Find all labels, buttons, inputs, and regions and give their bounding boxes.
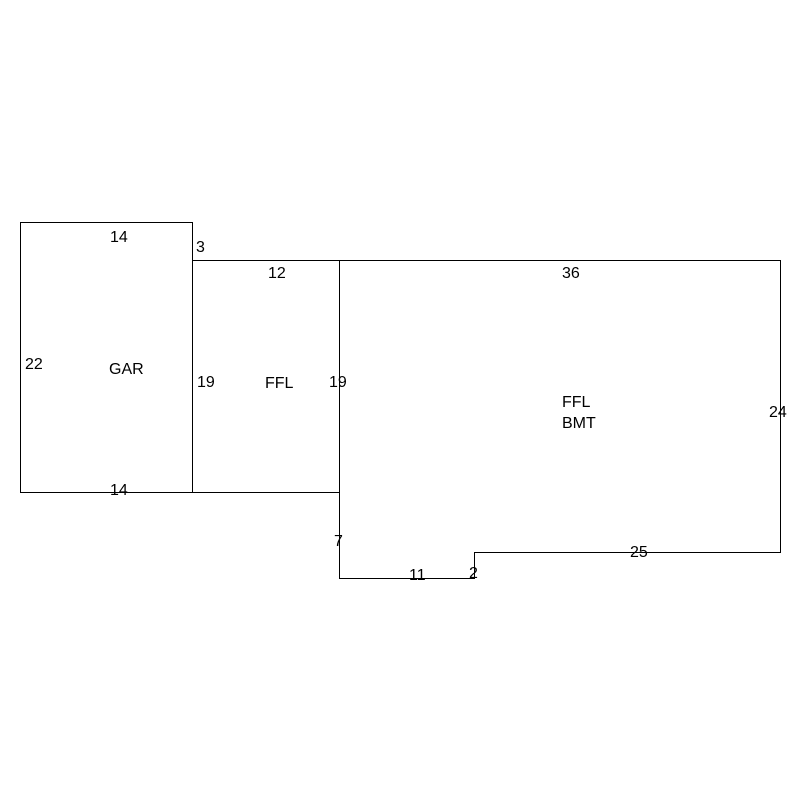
garage-dim-left: 22 xyxy=(25,356,43,373)
ffl-bmt-dim-right: 24 xyxy=(769,404,787,421)
ffl-bmt-dim-left-lower: 7 xyxy=(334,533,343,550)
ffl-bmt-dim-top: 36 xyxy=(562,265,580,282)
ffl-middle-dim-left: 19 xyxy=(197,374,215,391)
ffl-middle-dim-top: 12 xyxy=(268,265,286,282)
garage-outline xyxy=(20,222,193,493)
ffl-bmt-dim-bottom-left: 11 xyxy=(409,567,426,584)
garage-dim-top: 14 xyxy=(110,229,128,246)
ffl-middle-outline xyxy=(192,260,340,493)
ffl-middle-label: FFL xyxy=(265,375,294,392)
garage-dim-bottom: 14 xyxy=(110,482,128,499)
ffl-bmt-label-line1: FFL xyxy=(562,394,591,411)
ffl-middle-dim-right: 19 xyxy=(329,374,347,391)
ffl-bmt-dim-bottom-right: 25 xyxy=(630,544,648,561)
ffl-bmt-dim-step: 2 xyxy=(469,565,478,582)
ffl-bmt-label-line2: BMT xyxy=(562,415,596,432)
garage-dim-top-step: 3 xyxy=(196,239,205,256)
garage-label: GAR xyxy=(109,361,144,378)
ffl-bmt-outline xyxy=(339,260,781,579)
